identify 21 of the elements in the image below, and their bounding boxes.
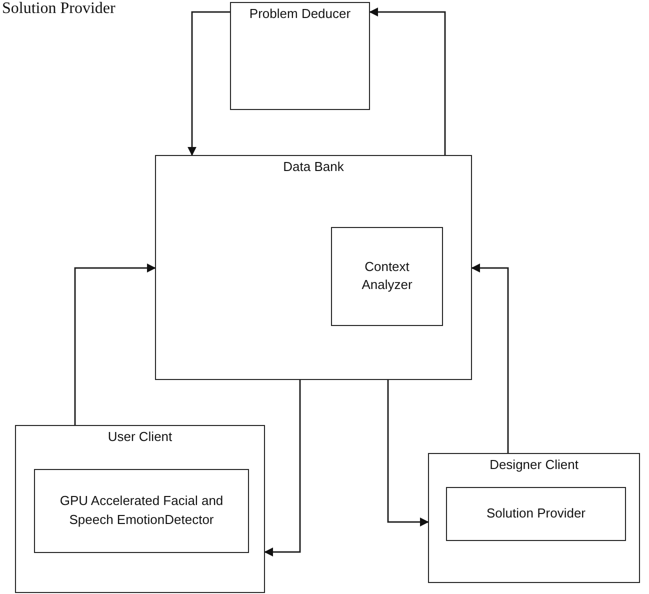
arrow <box>264 380 301 556</box>
box-title: Designer Client <box>488 457 580 472</box>
box-title: User Client <box>106 429 174 444</box>
box-title: Problem Deducer <box>248 6 352 21</box>
component-box <box>155 155 472 380</box>
box-label: Solution Provider <box>486 504 586 523</box>
box-title: Data Bank <box>282 159 345 174</box>
component-box <box>15 425 265 593</box>
caption-text: Solution Provider <box>2 0 116 18</box>
component-box <box>428 453 640 583</box>
arrow <box>369 8 446 155</box>
component-box <box>230 2 370 110</box>
arrow <box>387 380 429 526</box>
arrow <box>74 264 156 425</box>
box-label: Context Analyzer <box>360 258 414 294</box>
module-box <box>446 487 626 541</box>
arrow <box>188 11 230 156</box>
module-box <box>331 227 443 326</box>
box-label: GPU Accelerated Facial and Speech EmotionDetector <box>58 492 224 529</box>
arrow <box>471 264 509 453</box>
module-box <box>34 469 249 553</box>
